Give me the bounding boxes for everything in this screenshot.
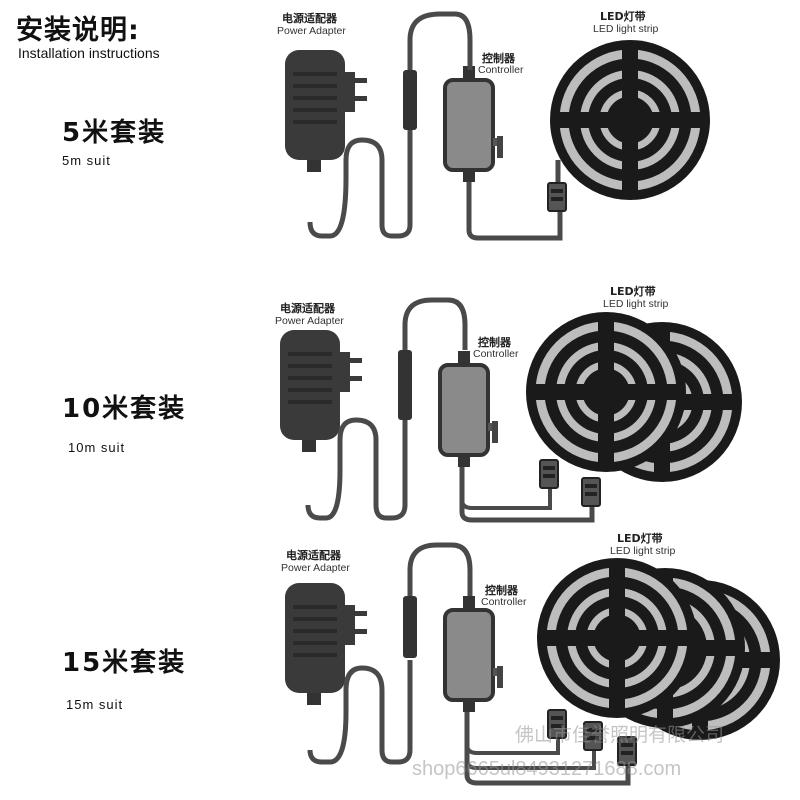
set-1-adapter-label: 电源适配器 (282, 12, 337, 25)
set-2-adapter-label: 电源适配器 (280, 302, 335, 315)
set-3-title: 15米套装 (62, 648, 187, 678)
set-1-controller-label-en: Controller (478, 64, 524, 76)
set-3-controller-label: 控制器 (485, 584, 518, 597)
set-3-subtitle: 15m suit (66, 697, 124, 712)
set-1-adapter-label-en: Power Adapter (277, 25, 346, 37)
set-3-adapter-label-en: Power Adapter (281, 562, 350, 574)
set-3-diagram (285, 542, 780, 786)
set-3-strip-label: LED灯带 (617, 532, 663, 545)
watermark-shop: shop6665ul84931271688.com (412, 758, 682, 780)
set-3-controller-label-en: Controller (481, 596, 527, 608)
set-2-controller-label-en: Controller (473, 348, 519, 360)
set-1-strip-label-en: LED light strip (593, 23, 659, 35)
set-1-subtitle: 5m suit (62, 153, 111, 168)
page-subtitle: Installation instructions (18, 45, 160, 61)
watermark-company: 佛山市佳誉照明有限公司 (515, 725, 725, 746)
set-2-strip-label: LED灯带 (610, 285, 656, 298)
set-2-subtitle: 10m suit (68, 440, 126, 455)
set-2-adapter-label-en: Power Adapter (275, 315, 344, 327)
set-3-strip-label-en: LED light strip (610, 545, 676, 557)
set-2-diagram (280, 297, 742, 523)
set-2-strip-label-en: LED light strip (603, 298, 669, 310)
set-1-controller-label: 控制器 (482, 52, 515, 65)
set-1-diagram (285, 11, 710, 241)
set-1-strip-label: LED灯带 (600, 10, 646, 23)
set-1-title: 5米套装 (62, 118, 167, 148)
set-3-adapter-label: 电源适配器 (286, 549, 341, 562)
set-2-title: 10米套装 (62, 394, 187, 424)
set-2-controller-label: 控制器 (478, 336, 511, 349)
page-title: 安装说明: (16, 15, 140, 46)
